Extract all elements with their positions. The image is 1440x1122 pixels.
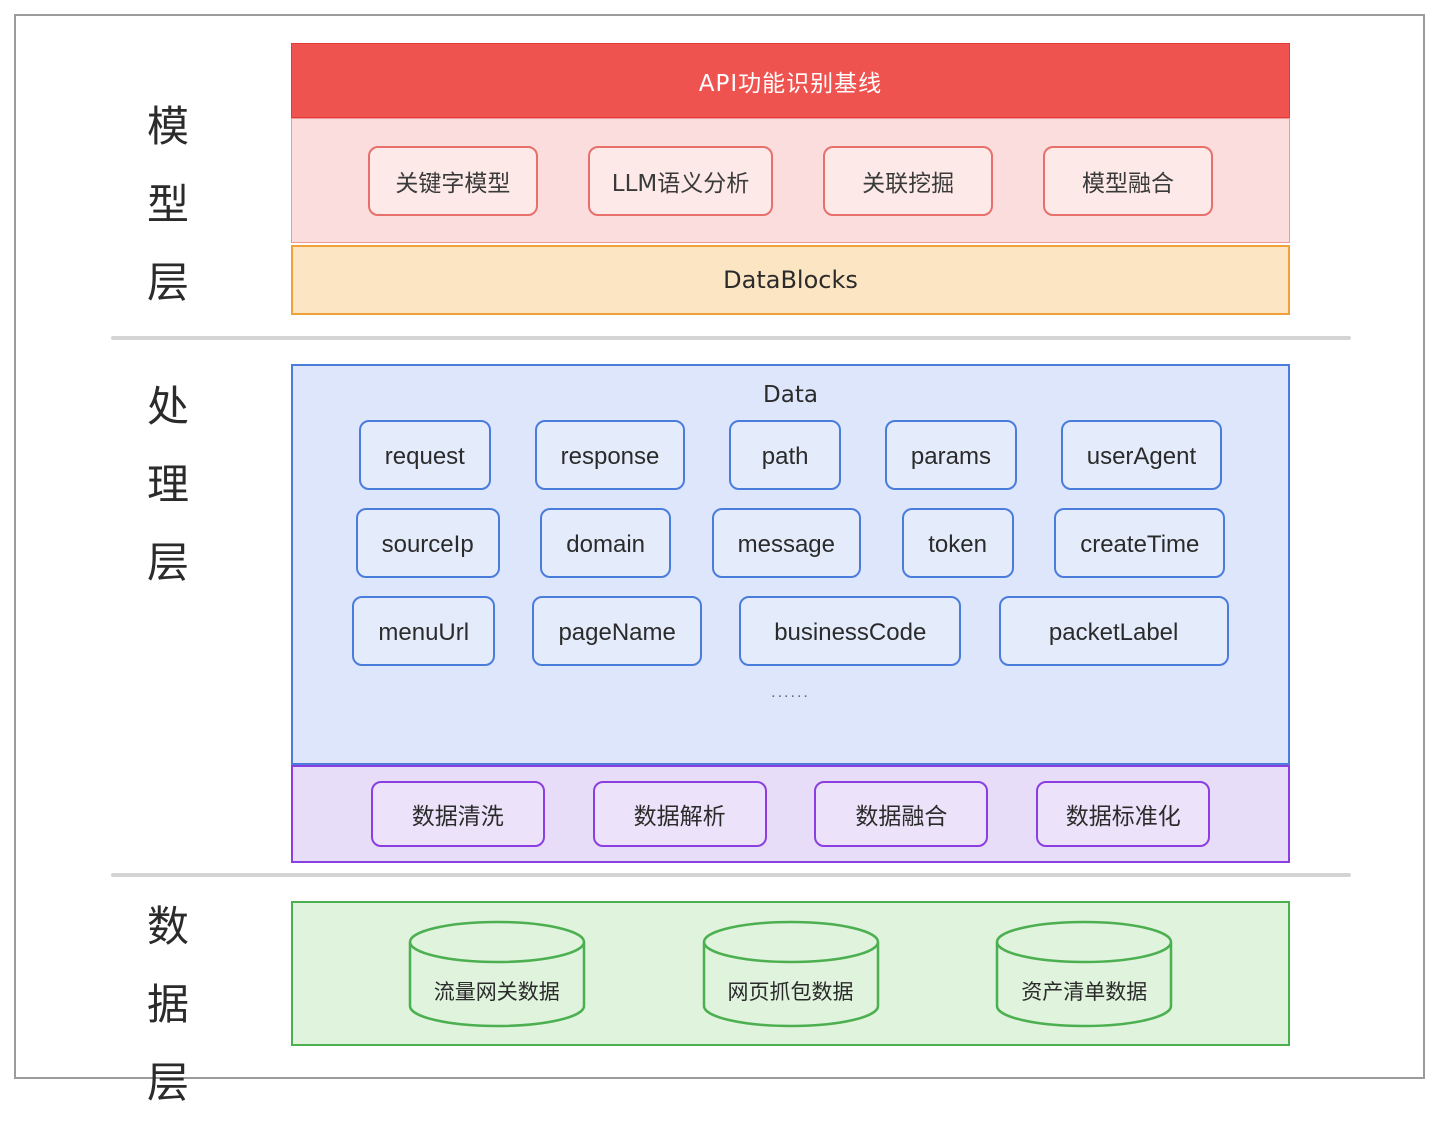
layer-label-data-char-2: 据 — [146, 980, 191, 1029]
database-cylinder-icon — [996, 920, 1173, 1027]
data-source-asset-inventory[interactable]: 资产清单数据 — [994, 920, 1174, 1028]
data-panel-title: Data — [763, 382, 818, 408]
data-field-domain[interactable]: domain — [540, 508, 671, 578]
data-field-row-3: menuUrl pageName businessCode packetLabe… — [293, 596, 1288, 666]
model-methods-container: 关键字模型 LLM语义分析 关联挖掘 模型融合 — [291, 118, 1290, 243]
data-field-params[interactable]: params — [884, 420, 1017, 490]
datablocks-bar: DataBlocks — [291, 245, 1290, 315]
data-field-response[interactable]: response — [534, 420, 686, 490]
data-source-web-capture[interactable]: 网页抓包数据 — [701, 920, 881, 1028]
layer-label-data: 数据层 — [124, 888, 214, 1122]
processing-steps-panel: 数据清洗 数据解析 数据融合 数据标准化 — [291, 765, 1290, 863]
model-method-association-mining[interactable]: 关联挖掘 — [823, 145, 994, 216]
datablocks-label: DataBlocks — [723, 266, 858, 294]
process-step-data-fusion[interactable]: 数据融合 — [814, 781, 989, 847]
process-step-data-parsing[interactable]: 数据解析 — [592, 781, 767, 847]
database-cylinder-icon — [702, 920, 879, 1027]
data-sources-panel: 流量网关数据 网页抓包数据 资产清单数据 — [291, 901, 1290, 1046]
model-method-keyword[interactable]: 关键字模型 — [367, 145, 538, 216]
data-field-path[interactable]: path — [729, 420, 842, 490]
layer-divider-top — [111, 336, 1351, 340]
layer-label-process: 处理层 — [124, 368, 214, 602]
data-field-useragent[interactable]: userAgent — [1060, 420, 1223, 490]
layer-label-model-char-1: 模 — [146, 102, 191, 151]
data-fields-panel: Data request response path params userAg… — [291, 364, 1290, 765]
process-step-data-standardization[interactable]: 数据标准化 — [1036, 781, 1211, 847]
layer-label-process-char-2: 理 — [146, 460, 191, 509]
data-field-request[interactable]: request — [358, 420, 491, 490]
data-field-row-1: request response path params userAgent — [293, 420, 1288, 490]
layer-label-model-char-3: 层 — [146, 258, 191, 307]
diagram-frame: 模型层 处理层 数据层 API功能识别基线 关键字模型 LLM语义分析 关联挖掘… — [14, 14, 1425, 1107]
database-cylinder-icon — [408, 920, 585, 1027]
data-field-row-2: sourceIp domain message token createTime — [293, 508, 1288, 578]
model-method-model-fusion[interactable]: 模型融合 — [1043, 145, 1214, 216]
data-field-token[interactable]: token — [901, 508, 1014, 578]
data-field-packetlabel[interactable]: packetLabel — [998, 596, 1229, 666]
data-source-web-capture-label: 网页抓包数据 — [727, 979, 854, 1004]
layer-label-data-char-1: 数 — [146, 902, 191, 951]
layer-label-process-char-3: 层 — [146, 538, 191, 587]
data-field-businesscode[interactable]: businessCode — [739, 596, 962, 666]
data-field-message[interactable]: message — [711, 508, 861, 578]
process-step-data-cleaning[interactable]: 数据清洗 — [370, 781, 545, 847]
data-field-sourceip[interactable]: sourceIp — [355, 508, 500, 578]
api-baseline-banner-label: API功能识别基线 — [698, 70, 883, 97]
data-field-pagename[interactable]: pageName — [532, 596, 702, 666]
data-source-traffic-gateway[interactable]: 流量网关数据 — [407, 920, 587, 1028]
layer-label-data-char-3: 层 — [146, 1058, 191, 1107]
data-fields-ellipsis: ...... — [771, 684, 810, 701]
data-source-asset-inventory-label: 资产清单数据 — [1021, 979, 1148, 1004]
layer-label-model: 模型层 — [124, 88, 214, 322]
layer-divider-bottom — [111, 873, 1351, 877]
model-method-llm-semantic[interactable]: LLM语义分析 — [587, 145, 774, 216]
data-source-traffic-gateway-label: 流量网关数据 — [433, 979, 560, 1004]
api-baseline-banner: API功能识别基线 — [291, 43, 1290, 118]
layer-label-model-char-2: 型 — [146, 180, 191, 229]
data-field-menuurl[interactable]: menuUrl — [352, 596, 496, 666]
data-field-createtime[interactable]: createTime — [1054, 508, 1226, 578]
layer-label-process-char-1: 处 — [146, 382, 191, 431]
